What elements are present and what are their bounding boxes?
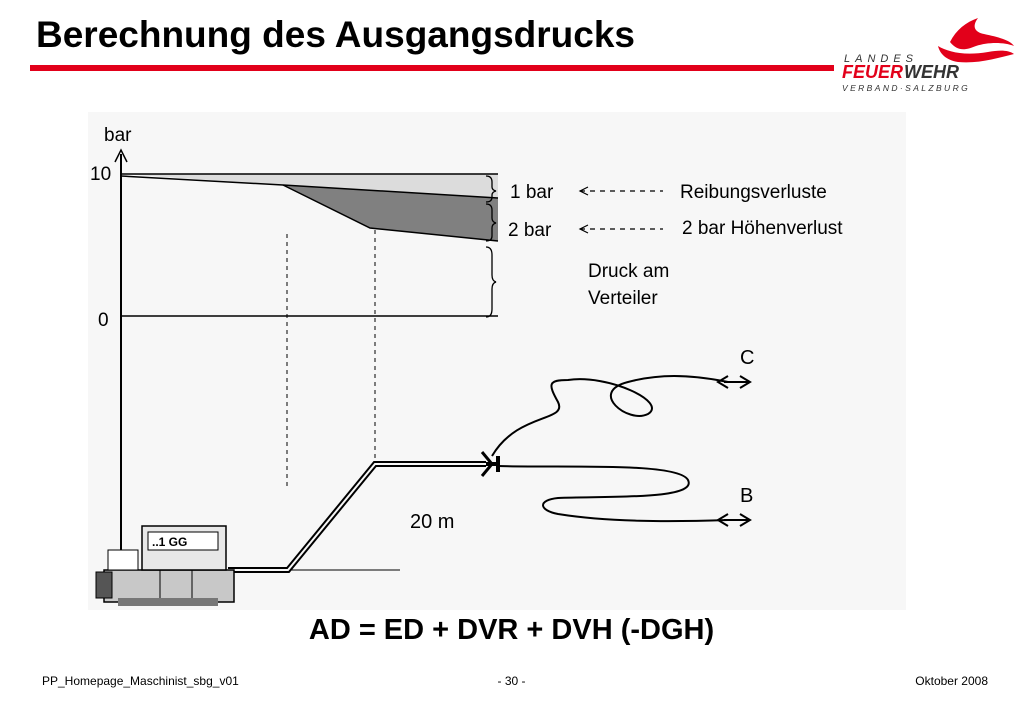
pump-illustration: ..1 GG [95,525,235,606]
title-underline [30,65,834,71]
brace2-desc: 2 bar Höhenverlust [682,218,843,239]
brace-1bar [485,175,497,203]
outlet-c-label: C [740,347,754,369]
logo-line1: LANDES [844,53,918,65]
y-axis-arrow [114,148,128,163]
distributor [480,451,500,477]
footer-left: PP_Homepage_Maschinist_sbg_v01 [42,674,239,688]
flame-swoosh-icon: LANDES FEUER WEHR VERBAND·SALZBURG [842,18,1014,93]
footer-page-number: - 30 - [497,674,526,688]
footer-date: Oktober 2008 [915,674,988,688]
brace1-arrow [578,186,589,196]
tick-label-0: 0 [98,310,109,331]
y-axis-unit: bar [104,125,132,146]
page-title: Berechnung des Ausgangsdrucks [36,14,635,55]
brace1-desc: Reibungsverluste [680,182,827,203]
tick-label-10: 10 [90,164,111,185]
outlet-c-arrow [739,375,752,389]
pressure-line [282,184,499,242]
outlet-b-tick [716,513,729,527]
feuerwehr-logo: LANDES FEUER WEHR VERBAND·SALZBURG [838,12,1018,102]
pump-label: ..1 GG [152,535,187,549]
hose-line-b [497,465,729,523]
brace1-label: 1 bar [510,182,554,203]
height-label: 20 m [410,511,454,533]
brace-druck [485,246,497,318]
brace3-desc-line1: Druck am [588,261,669,282]
brace-2bar [485,203,497,242]
outlet-c-tick [716,375,729,389]
outlet-b-arrow [739,513,752,527]
brace2-arrow [578,224,589,234]
logo-line3: VERBAND·SALZBURG [842,83,970,93]
hose-line-c [491,375,729,457]
pressure-diagram: bar 10 0 1 bar Reibungsverluste 2 bar 2 … [88,112,906,610]
hose-line-inner [228,463,486,571]
hoehenverlust-fill [283,185,498,241]
logo-line2b: WEHR [904,62,959,82]
outlet-b-label: B [740,485,753,507]
formula: AD = ED + DVR + DVH (-DGH) [308,614,715,646]
brace3-desc-line2: Verteiler [588,288,658,309]
brace2-label: 2 bar [508,220,552,241]
logo-line2a: FEUER [842,62,903,82]
